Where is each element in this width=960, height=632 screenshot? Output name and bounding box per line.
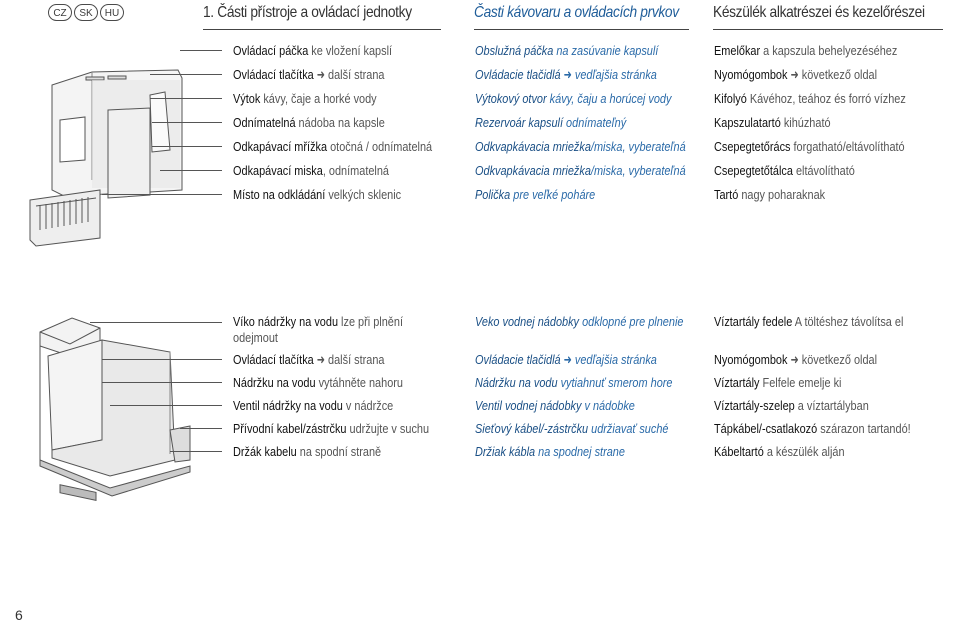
language-badge-hu: HU xyxy=(100,4,124,21)
section2-hu-item-3: Víztartály Felfele emelje ki xyxy=(714,375,842,390)
leader-9 xyxy=(102,359,222,360)
section1-hu-item-7: Tartó nagy poharaknak xyxy=(714,187,826,202)
section2-sk-item-3: Nádržku na vodu vytiahnuť smerom hore xyxy=(475,375,673,390)
section2-hu-item-2: Nyomógombok ➜ következő oldal xyxy=(714,352,878,367)
leader-5 xyxy=(152,146,222,147)
section2-sk-item-1: Veko vodnej nádobky odklopné pre plnenie xyxy=(475,314,684,329)
section1-cz-item-7: Místo na odkládání velkých sklenic xyxy=(233,187,402,202)
section1-cz-item-4: Odnímatelná nádoba na kapsle xyxy=(233,115,385,130)
leader-6 xyxy=(160,170,222,171)
header-rule-sk xyxy=(474,29,689,30)
section2-sk-item-4: Ventil vodnej nádobky v nádobke xyxy=(475,398,635,413)
section-title-sk: Časti kávovaru a ovládacích prvkov xyxy=(474,4,679,21)
section1-sk-item-6: Odkvapkávacia mriežka/miska, vyberateľná xyxy=(475,163,686,178)
section2-hu-item-1: Víztartály fedele A töltéshez távolítsa … xyxy=(714,314,904,329)
language-badge-sk: SK xyxy=(74,4,98,21)
section2-cz-item-1: Víko nádržky na vodu lze při plnění xyxy=(233,314,403,329)
leader-2 xyxy=(150,74,222,75)
page-number: 6 xyxy=(15,607,23,623)
section2-cz-item-5: Přívodní kabel/zástrčku udržujte v suchu xyxy=(233,421,430,436)
section2-cz-item-4: Ventil nádržky na vodu v nádržce xyxy=(233,398,394,413)
section2-hu-item-4: Víztartály-szelep a víztartályban xyxy=(714,398,869,413)
language-badge-cz: CZ xyxy=(48,4,72,21)
section1-sk-item-4: Rezervoár kapsulí odnímateľný xyxy=(475,115,627,130)
section1-cz-item-6: Odkapávací miska, odnímatelná xyxy=(233,163,390,178)
leader-12 xyxy=(180,428,222,429)
section1-sk-item-1: Obslužná páčka na zasúvanie kapsulí xyxy=(475,43,659,58)
header-rule-hu xyxy=(713,29,943,30)
leader-4 xyxy=(152,122,222,123)
section2-sk-item-2: Ovládacie tlačidlá ➜ vedľajšia stránka xyxy=(475,352,657,367)
section1-cz-item-2: Ovládací tlačítka ➜ další strana xyxy=(233,67,385,82)
section2-hu-item-5: Tápkábel/-csatlakozó szárazon tartandó! xyxy=(714,421,911,436)
section2-cz-item-6: Držák kabelu na spodní straně xyxy=(233,444,382,459)
section1-sk-item-2: Ovládacie tlačidlá ➜ vedľajšia stránka xyxy=(475,67,657,82)
section1-hu-item-2: Nyomógombok ➜ következő oldal xyxy=(714,67,878,82)
section-title-cz: 1. Části přístroje a ovládací jednotky xyxy=(203,4,412,21)
section2-cz-item-3: Nádržku na vodu vytáhněte nahoru xyxy=(233,375,403,390)
leader-3 xyxy=(150,98,222,99)
header-rule-cz xyxy=(203,29,441,30)
section1-sk-item-7: Polička pre veľké poháre xyxy=(475,187,596,202)
leader-1 xyxy=(180,50,222,51)
leader-7 xyxy=(102,194,222,195)
section1-hu-item-1: Emelőkar a kapszula behelyezéséhez xyxy=(714,43,898,58)
page-header: CZ SK HU 1. Části přístroje a ovládací j… xyxy=(0,0,960,30)
section1-hu-item-5: Csepegtetőrács forgatható/eltávolítható xyxy=(714,139,905,154)
section1-hu-item-6: Csepegtetőtálca eltávolítható xyxy=(714,163,855,178)
section1-cz-item-1: Ovládací páčka ke vložení kapslí xyxy=(233,43,393,58)
section1-sk-item-3: Výtokový otvor kávy, čaju a horúcej vody xyxy=(475,91,672,106)
section1-cz-item-3: Výtok kávy, čaje a horké vody xyxy=(233,91,377,106)
section1-sk-item-5: Odkvapkávacia mriežka/miska, vyberateľná xyxy=(475,139,686,154)
section2-hu-item-6: Kábeltartó a készülék alján xyxy=(714,444,845,459)
leader-13 xyxy=(170,451,222,452)
section-title-hu: Készülék alkatrészei és kezelőrészei xyxy=(713,4,925,21)
leader-11 xyxy=(110,405,222,406)
section2-cz-item-1-line2: odejmout xyxy=(233,330,278,345)
section2-sk-item-5: Sieťový kábel/-zástrčku udržiavať suché xyxy=(475,421,669,436)
section2-cz-item-2: Ovládací tlačítka ➜ další strana xyxy=(233,352,385,367)
section1-hu-item-4: Kapszulatartó kihúzható xyxy=(714,115,831,130)
section2-sk-item-6: Držiak kábla na spodnej strane xyxy=(475,444,625,459)
section1-cz-item-5: Odkapávací mřížka otočná / odnímatelná xyxy=(233,139,433,154)
leader-10 xyxy=(102,382,222,383)
section1-hu-item-3: Kifolyó Kávéhoz, teához és forró vízhez xyxy=(714,91,906,106)
leader-8 xyxy=(90,322,222,323)
